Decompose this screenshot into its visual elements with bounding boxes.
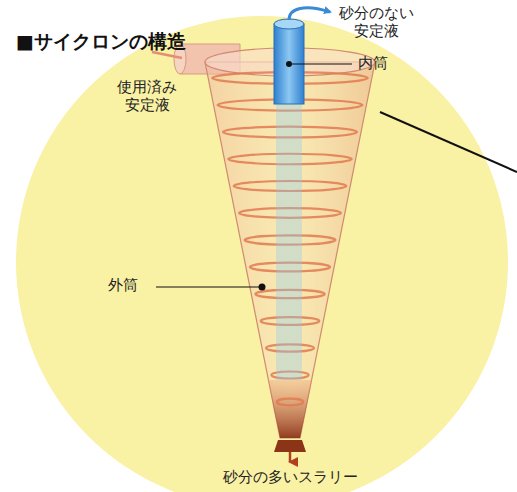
diagram-title: ■サイクロンの構造 bbox=[16, 30, 186, 53]
outlet-label: 砂分のない 安定液 bbox=[334, 4, 418, 40]
part-label: 内筒 bbox=[358, 54, 388, 72]
spiral-flow bbox=[212, 72, 368, 405]
slurry-arrow bbox=[289, 452, 292, 462]
part-label: 外筒 bbox=[108, 276, 138, 294]
outlet bbox=[274, 440, 306, 452]
inlet-label: 使用済み 安定液 bbox=[112, 78, 182, 114]
background-disc bbox=[16, 16, 508, 492]
outflow-arrow bbox=[289, 8, 330, 20]
outer-cone bbox=[205, 62, 375, 438]
leader-line bbox=[156, 286, 259, 287]
inner-flow bbox=[276, 100, 302, 380]
outlet-label: 砂分の多いスラリー bbox=[200, 468, 380, 486]
leader-line bbox=[380, 112, 517, 172]
leader-line bbox=[292, 63, 352, 64]
